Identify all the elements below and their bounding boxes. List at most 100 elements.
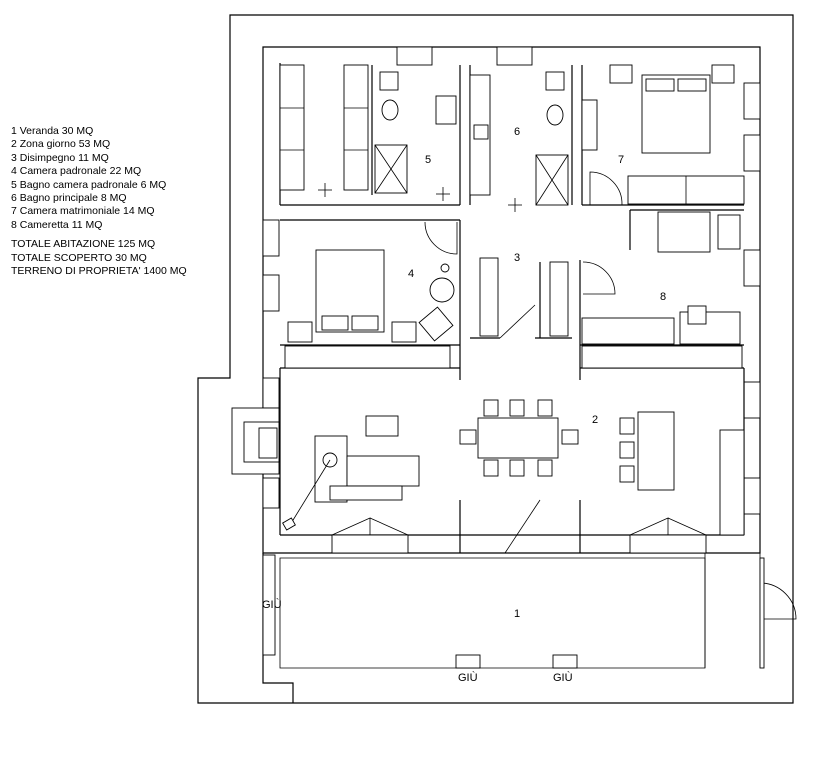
bed-room7-pillow1 [645, 78, 675, 92]
legend-room-2: 2 Zona giorno 53 MQ [11, 138, 111, 151]
step-2 [552, 654, 578, 669]
kitchen-counter [719, 429, 745, 536]
legend-room-3: 3 Disimpegno 11 MQ [11, 151, 109, 164]
room-number-6: 6 [514, 126, 520, 138]
sofa-3 [329, 485, 403, 501]
wall-unit-living-r [581, 345, 743, 369]
door-arc-veranda [759, 582, 797, 620]
outer-boundary [197, 14, 794, 704]
wardrobe-2 [343, 64, 369, 191]
window-right-3 [743, 249, 761, 287]
stool-3 [619, 465, 635, 483]
kitchen-island [637, 411, 675, 491]
door-arc-room8 [582, 261, 616, 295]
legend-room-6: 6 Bagno principale 8 MQ [11, 192, 127, 205]
bed-room4-pillow2 [351, 315, 379, 331]
bed-room8 [657, 211, 711, 253]
armchair-room4 [418, 306, 454, 342]
bidet-bath5 [381, 99, 399, 121]
french-door-right [629, 517, 707, 536]
window-left-4 [262, 477, 280, 509]
wardrobe-room8 [581, 317, 675, 345]
veranda-pillar-right [759, 557, 765, 669]
window-right-4 [743, 381, 761, 419]
room-number-7: 7 [618, 154, 624, 166]
wardrobe-1 [279, 64, 305, 191]
stairs-label-mid: GIÙ [458, 671, 478, 684]
bidet-bath6 [546, 104, 564, 126]
step-1 [455, 654, 481, 669]
room-number-3: 3 [514, 252, 520, 264]
table-room4 [429, 277, 455, 303]
legend-room-8: 8 Cameretta 11 MQ [11, 218, 103, 231]
legend-room-4: 4 Camera padronale 22 MQ [11, 165, 142, 178]
window-left-3 [262, 377, 280, 409]
window-left-1 [262, 219, 280, 257]
nightstand-4a [287, 321, 313, 343]
window-right-5 [743, 477, 761, 515]
lamp-living-base [282, 517, 296, 531]
door-arc-room4 [424, 221, 458, 255]
french-door-left-frame [331, 534, 409, 554]
cabinet-corridor [479, 257, 499, 337]
room-number-8: 8 [660, 291, 666, 303]
legend-room-5: 5 Bagno camera padronale 6 MQ [11, 178, 167, 191]
dining-table [477, 417, 559, 459]
stairs-label-right: GIÙ [553, 671, 573, 684]
shower-bath6-x [535, 154, 569, 206]
chair-room8 [687, 305, 707, 325]
lamp-living-arm [289, 459, 331, 526]
cabinet-corridor2 [549, 261, 569, 337]
door-entry-swing [504, 499, 541, 554]
chair-d8 [561, 429, 579, 445]
desk-room7 [581, 99, 598, 151]
legend-total-land: TERRENO DI PROPRIETA' 1400 MQ [11, 265, 187, 278]
fireplace-core [258, 427, 278, 459]
coffee-table [365, 415, 399, 437]
chair-d4 [483, 459, 499, 477]
room-number-4: 4 [408, 268, 414, 280]
legend-room-1: 1 Veranda 30 MQ [11, 125, 94, 137]
wc-bath6 [545, 71, 565, 91]
legend-total-outdoor: TOTALE SCOPERTO 30 MQ [11, 251, 147, 264]
sink-bath5 [435, 95, 457, 125]
window-top-4 [711, 64, 735, 84]
legend-total-house: TOTALE ABITAZIONE 125 MQ [11, 238, 156, 251]
wall-unit-living [284, 345, 451, 369]
chair-d7 [459, 429, 477, 445]
door-corr-swing [499, 304, 536, 339]
stairs-label-left: GIÙ [262, 598, 282, 611]
chair-d1 [483, 399, 499, 417]
window-top-1 [396, 46, 433, 66]
room-number-2: 2 [592, 414, 598, 426]
bed-room7-pillow2 [677, 78, 707, 92]
stool-1 [619, 417, 635, 435]
lamp-room4 [440, 263, 450, 273]
chair-d6 [537, 459, 553, 477]
nightstand-4b [391, 321, 417, 343]
shower-bath5-x [374, 144, 408, 194]
sink-bath6 [473, 124, 489, 140]
french-door-right-frame [629, 534, 707, 554]
room-number-5: 5 [425, 154, 431, 166]
room-legend: 1 Veranda 30 MQ 2 Zona giorno 53 MQ 3 Di… [11, 125, 187, 278]
veranda-pillar-left [262, 554, 276, 656]
sofa-2 [346, 455, 420, 487]
wc-bath5 [379, 71, 399, 91]
window-top-2 [496, 46, 533, 66]
door-arc-room7 [589, 171, 623, 206]
window-left-2 [262, 274, 280, 312]
window-top-3 [609, 64, 633, 84]
chair-d2 [509, 399, 525, 417]
chair-d5 [509, 459, 525, 477]
veranda-inner [279, 557, 706, 669]
room-number-1: 1 [514, 608, 520, 620]
bed-room4-pillow1 [321, 315, 349, 331]
nightstand-8 [717, 214, 741, 250]
window-right-1 [743, 82, 761, 120]
window-right-2 [743, 134, 761, 172]
chair-d3 [537, 399, 553, 417]
stool-2 [619, 441, 635, 459]
